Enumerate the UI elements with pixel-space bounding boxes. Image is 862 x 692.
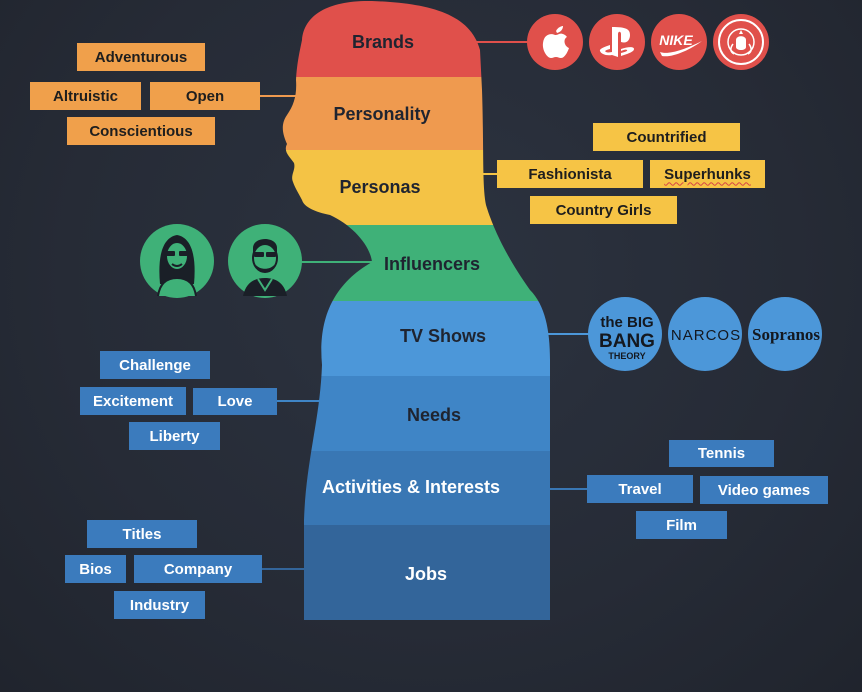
tv-show-logos: the BIG BANG THEORY NARCOS Sopranos (588, 297, 822, 371)
bbt-line3: THEORY (608, 351, 645, 361)
tag-titles: Titles (87, 520, 197, 548)
band-jobs (282, 525, 550, 620)
segment-labels: Brands Personality Personas Influencers … (322, 32, 500, 584)
tag-video-games: Video games (700, 476, 828, 504)
apple-icon (527, 14, 583, 70)
tag-superhunks: Superhunks (650, 160, 765, 188)
tag-tennis: Tennis (669, 440, 774, 467)
tag-conscientious: Conscientious (67, 117, 215, 145)
narcos-logo: NARCOS (668, 297, 742, 371)
label-needs: Needs (407, 405, 461, 425)
band-activities (282, 451, 550, 525)
tag-film: Film (636, 511, 727, 539)
label-brands: Brands (352, 32, 414, 52)
influencer-avatars (140, 224, 302, 298)
label-personas: Personas (339, 177, 420, 197)
tag-open: Open (150, 82, 260, 110)
tag-industry: Industry (114, 591, 205, 619)
bbt-line1: the BIG (600, 314, 653, 331)
head-silhouette (282, 0, 550, 620)
band-brands (282, 0, 550, 77)
band-tv-shows (282, 301, 550, 376)
label-tv-shows: TV Shows (400, 326, 486, 346)
man-avatar-icon (228, 224, 302, 298)
label-jobs: Jobs (405, 564, 447, 584)
big-bang-theory-logo: the BIG BANG THEORY (588, 297, 662, 371)
tag-love: Love (193, 388, 277, 415)
band-needs (282, 376, 550, 451)
nike-text: NIKE (659, 32, 693, 48)
tag-travel: Travel (587, 475, 693, 503)
woman-avatar-icon (140, 224, 214, 298)
bbt-line2: BANG (599, 331, 655, 352)
tag-altruistic: Altruistic (30, 82, 141, 110)
sopranos-logo: Sopranos (748, 297, 822, 371)
label-influencers: Influencers (384, 254, 480, 274)
tag-fashionista: Fashionista (497, 160, 643, 188)
playstation-icon (589, 14, 645, 70)
label-activities: Activities & Interests (322, 477, 500, 497)
brand-logos: NIKE (527, 14, 769, 70)
tag-superhunks-label: Superhunks (664, 165, 751, 183)
narcos-text: NARCOS (671, 327, 741, 344)
tag-company: Company (134, 555, 262, 583)
sopranos-text: Sopranos (752, 325, 820, 344)
nike-logo: NIKE (651, 14, 707, 70)
tag-challenge: Challenge (100, 351, 210, 379)
tag-country-girls: Country Girls (530, 196, 677, 224)
starbucks-icon (713, 14, 769, 70)
tag-bios: Bios (65, 555, 126, 583)
tag-countrified: Countrified (593, 123, 740, 151)
label-personality: Personality (333, 104, 430, 124)
tag-adventurous: Adventurous (77, 43, 205, 71)
tag-excitement: Excitement (80, 387, 186, 415)
tag-liberty: Liberty (129, 422, 220, 450)
